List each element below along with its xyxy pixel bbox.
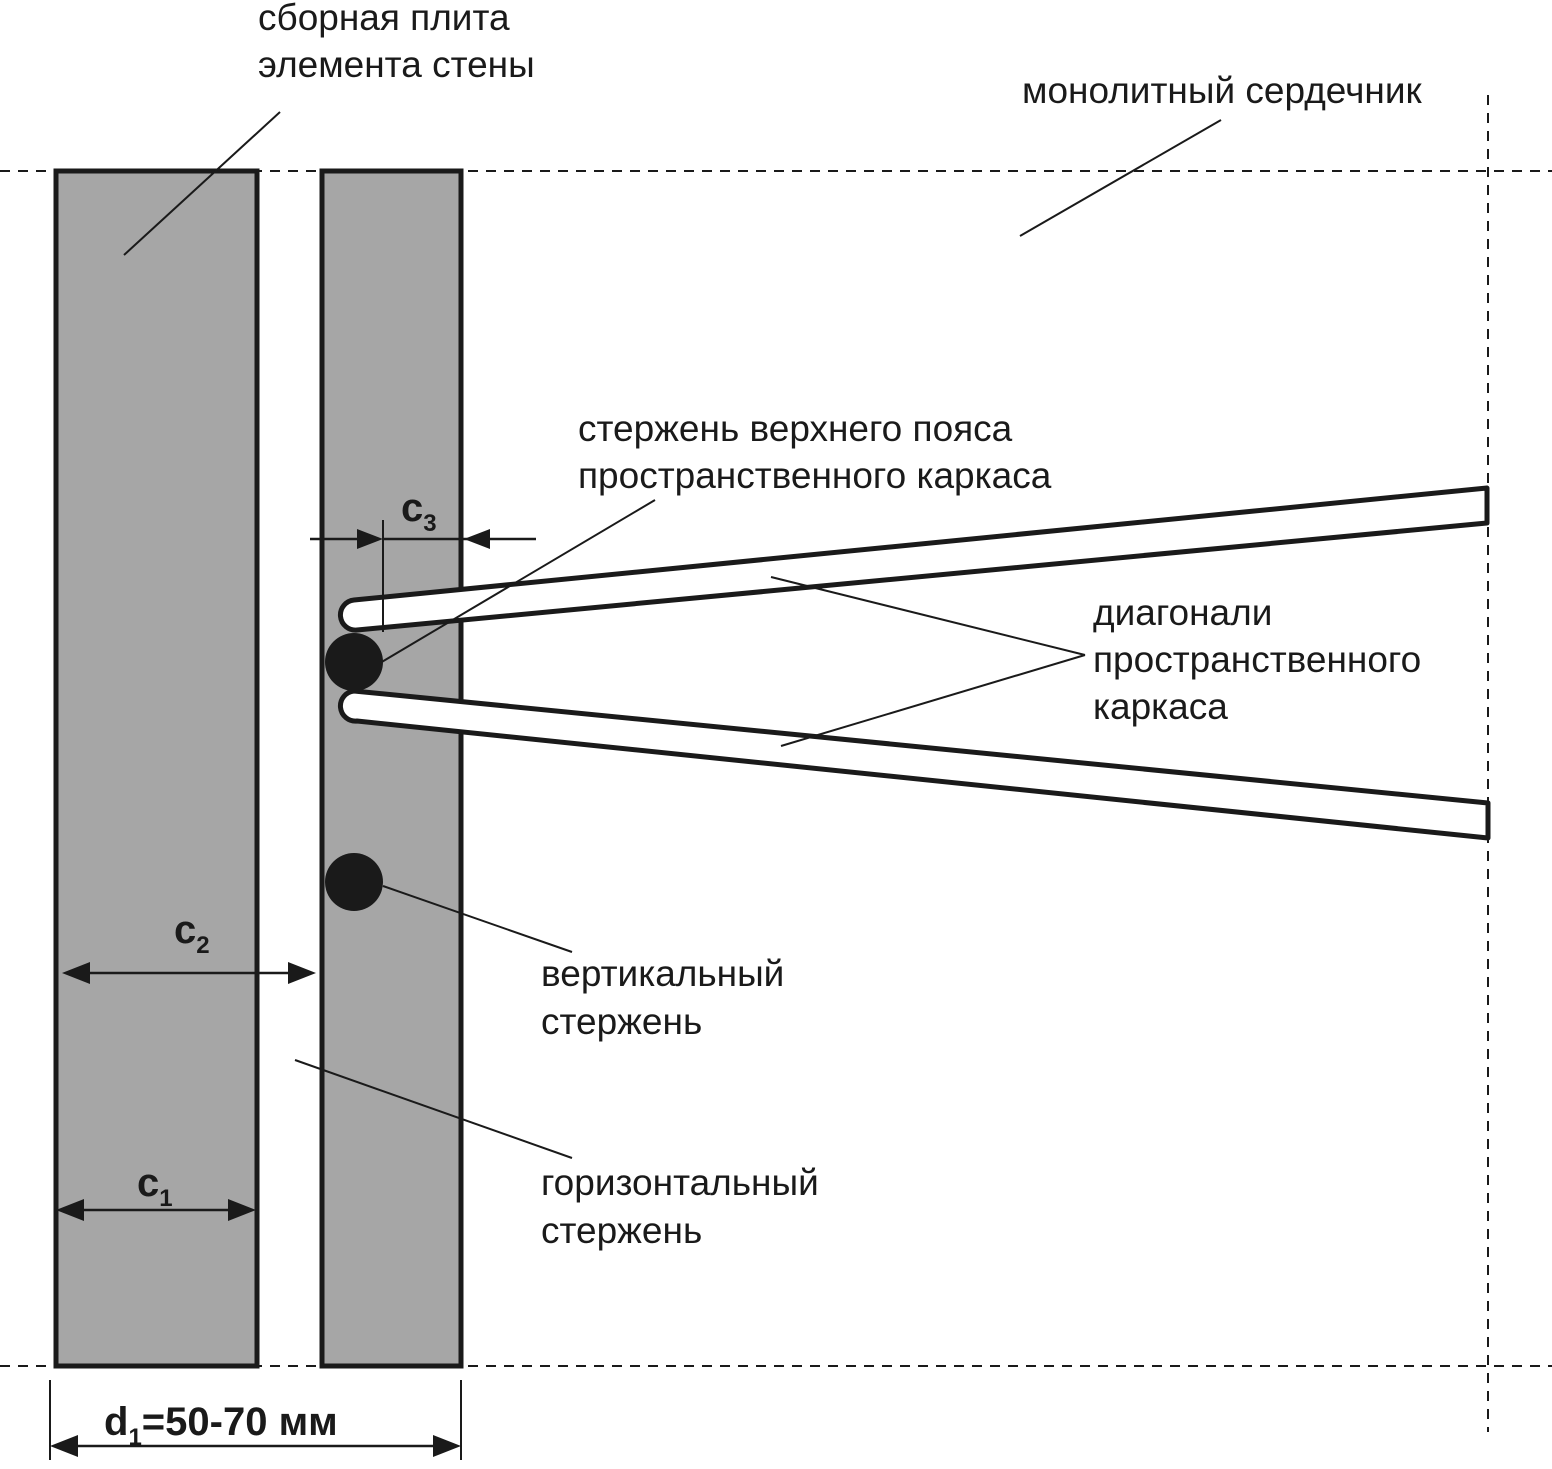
leader-diagonal-upper xyxy=(770,576,1086,656)
c1-arrow-left xyxy=(56,1199,84,1221)
c3-arrow-left xyxy=(357,529,383,549)
leader-top-chord xyxy=(379,499,656,664)
vertical-rebar xyxy=(325,853,383,911)
d1-arrow-left xyxy=(50,1435,78,1457)
d1-arrow-right xyxy=(433,1435,461,1457)
upper-diagonal-bar xyxy=(337,485,1490,633)
leader-diagonal-lower xyxy=(780,654,1086,747)
label-vertical-bar: вертикальный стержень xyxy=(541,953,795,1042)
c3-arrow-right xyxy=(464,529,490,549)
c2-arrow-left xyxy=(62,962,90,984)
leader-precast-slab xyxy=(123,111,281,256)
leader-vertical-bar xyxy=(382,885,573,953)
c1-arrow-right xyxy=(228,1199,256,1221)
d1-label: d1=50-70 мм xyxy=(104,1400,338,1451)
label-horizontal-bar: горизонтальный стержень xyxy=(541,1162,829,1251)
c2-label: c2 xyxy=(174,908,210,959)
precast-slab-inner xyxy=(319,168,464,1369)
label-monolithic-core: монолитный сердечник xyxy=(1022,70,1423,111)
precast-slab-outer xyxy=(53,168,260,1369)
c2-arrow-right xyxy=(288,962,316,984)
c1-label: c1 xyxy=(137,1161,173,1212)
leader-horizontal-bar xyxy=(294,1059,573,1159)
label-top-chord-bar: стержень верхнего пояса пространственног… xyxy=(578,408,1052,496)
label-diagonals: диагонали пространственного каркаса xyxy=(1093,592,1431,727)
top-chord-rebar xyxy=(325,633,383,691)
c3-label: c3 xyxy=(401,486,437,537)
leader-monolithic-core xyxy=(1019,119,1222,237)
lower-diagonal-bar xyxy=(337,688,1491,841)
label-precast-slab: сборная плита элемента стены xyxy=(258,0,535,85)
